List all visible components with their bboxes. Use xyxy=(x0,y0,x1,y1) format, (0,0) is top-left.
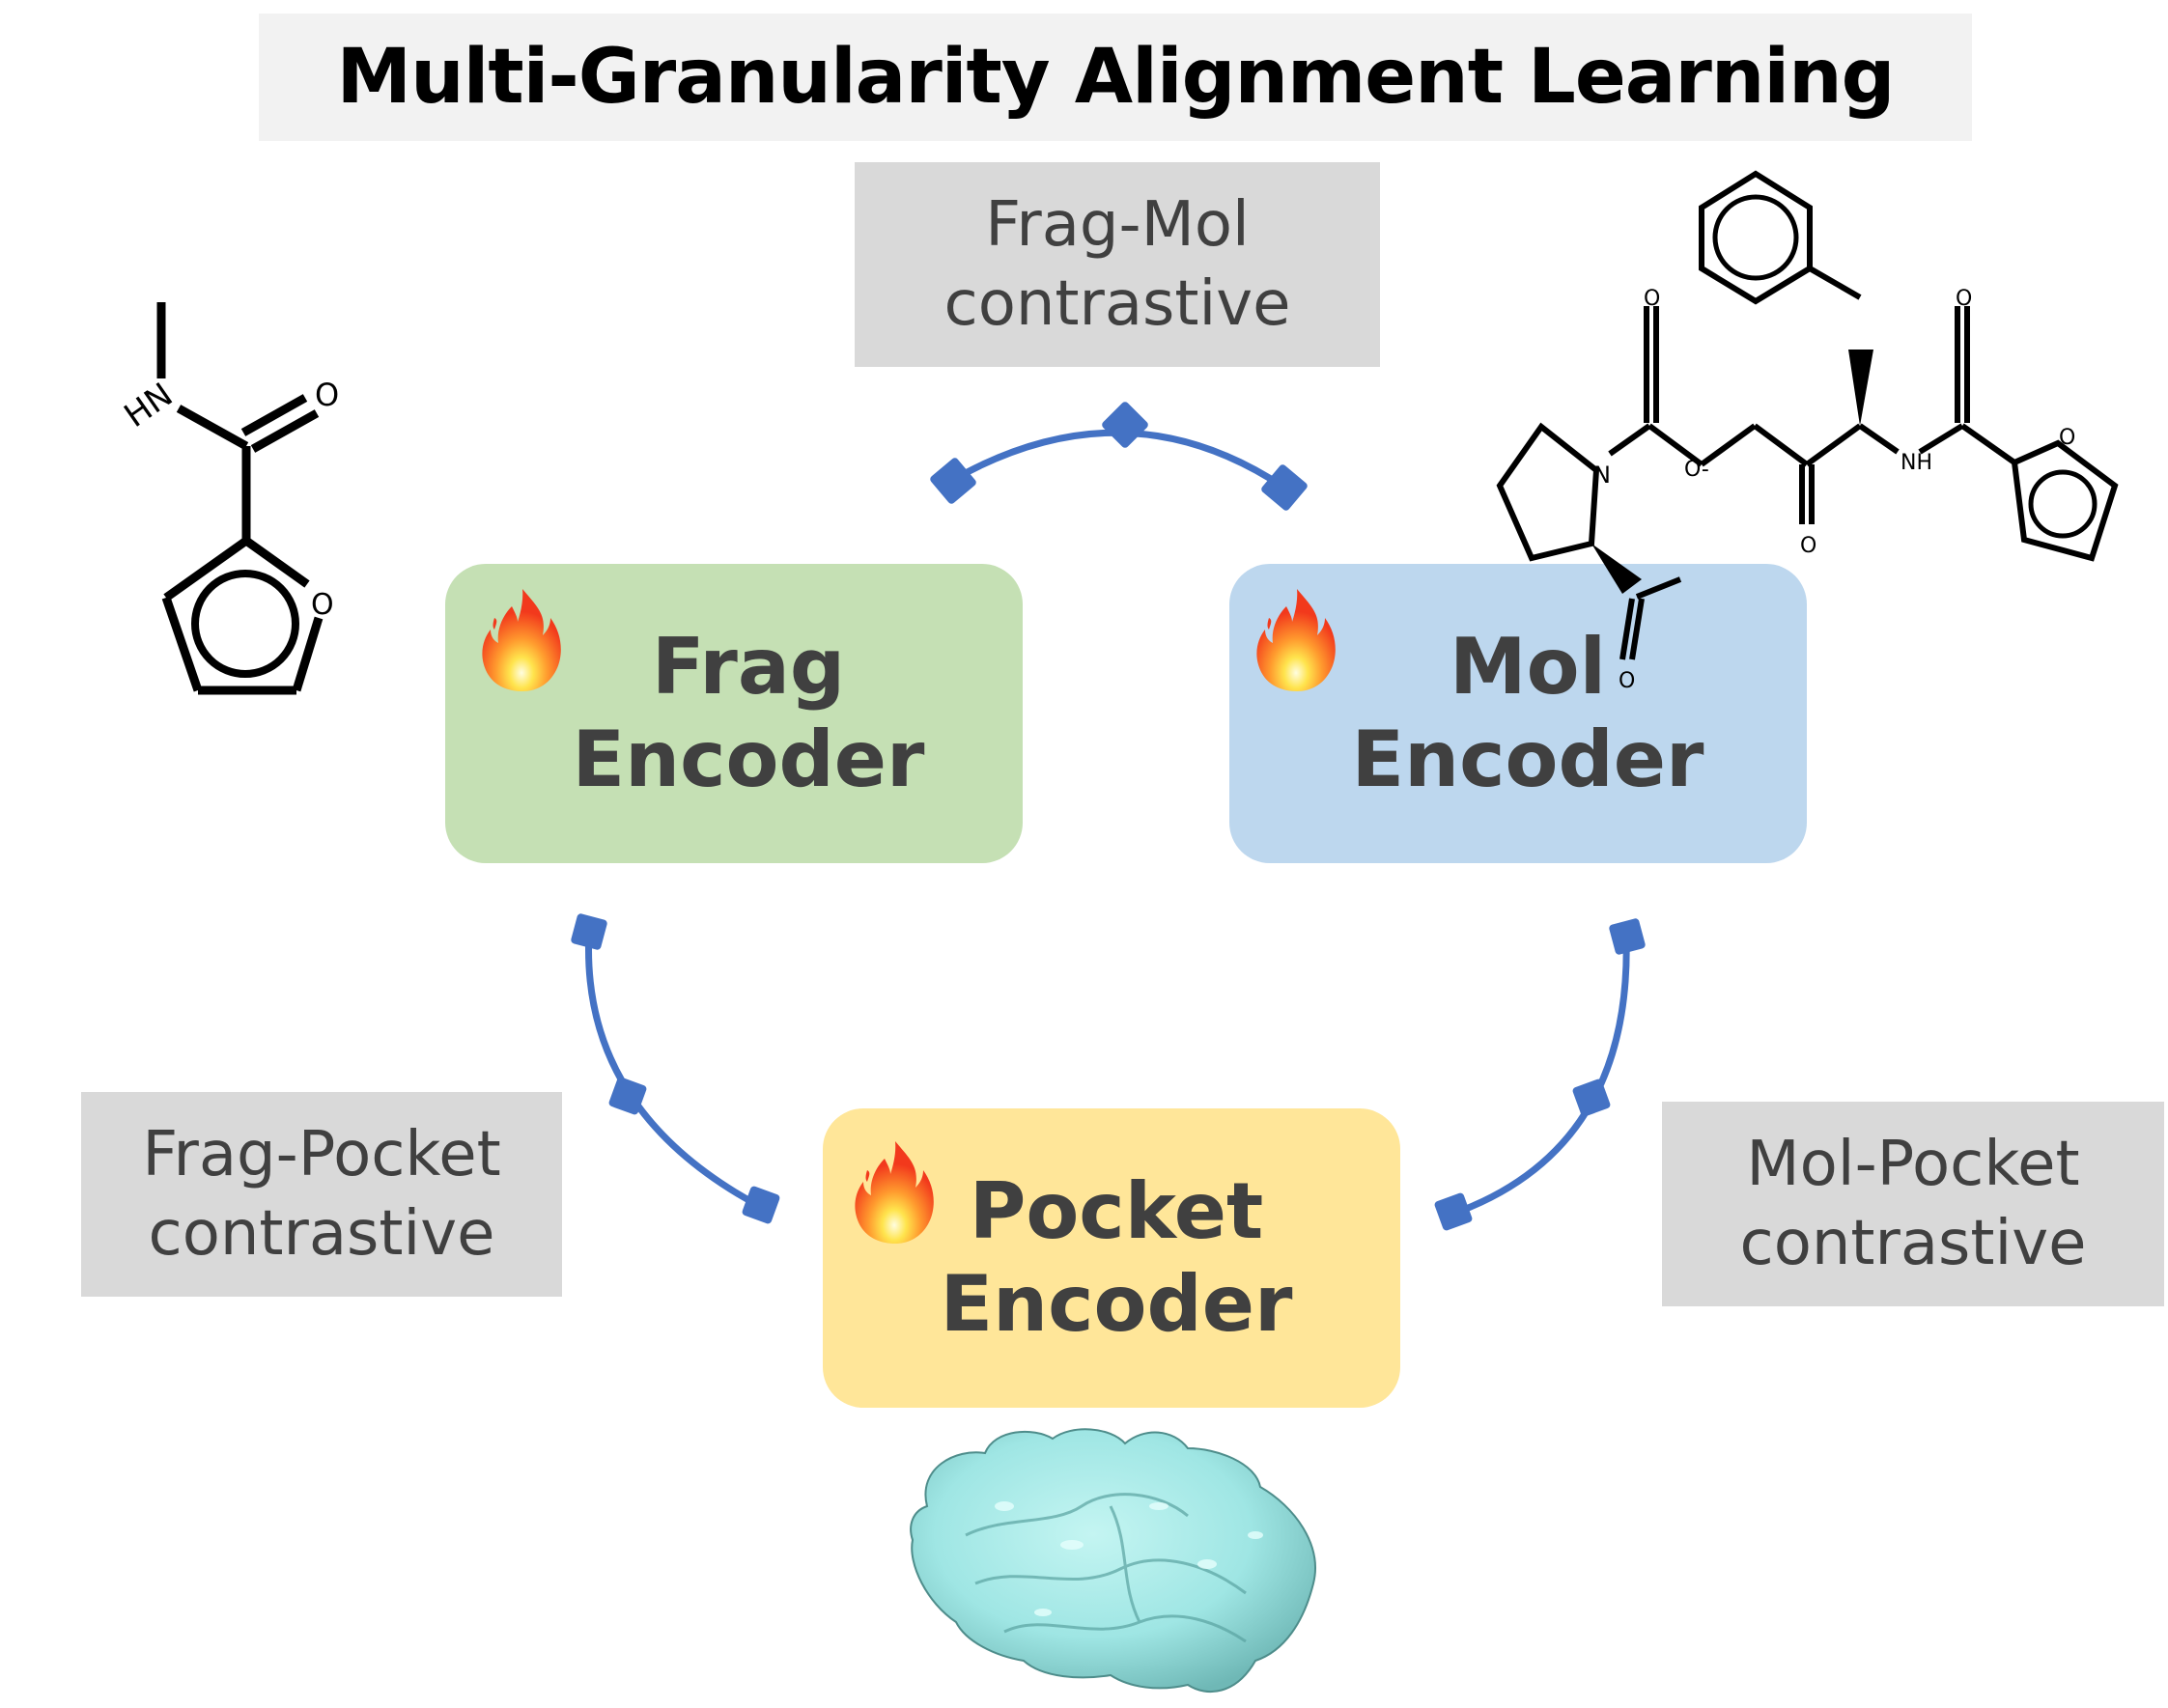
connector-handle xyxy=(1609,918,1646,955)
mol-encoder-box: Mol Encoder xyxy=(1229,564,1807,863)
connector-handle xyxy=(1261,464,1308,511)
fire-icon xyxy=(482,589,561,691)
connector-handle xyxy=(1102,402,1148,448)
atom-label: O xyxy=(315,377,339,413)
connector-handle xyxy=(571,913,607,950)
label-line-1: Frag-Pocket xyxy=(142,1119,501,1190)
atom-label: O xyxy=(311,588,334,622)
label-line-2: contrastive xyxy=(1739,1208,2087,1279)
atom-label: N xyxy=(1593,462,1611,489)
protein-pocket-surface xyxy=(910,1428,1316,1693)
mol-pocket-contrastive-label: Mol-Pocket contrastive xyxy=(1662,1102,2164,1306)
encoder-suffix: Encoder xyxy=(1351,714,1704,804)
atom-label: NH xyxy=(1901,451,1932,475)
wedge-bond xyxy=(1848,350,1873,426)
encoder-name: Pocket xyxy=(969,1166,1264,1256)
label-line-1: Mol-Pocket xyxy=(1746,1129,2080,1200)
fire-icon xyxy=(855,1141,934,1244)
encoder-name: Frag xyxy=(651,622,846,712)
frag-encoder-box: Frag Encoder xyxy=(445,564,1023,863)
encoder-name: Mol xyxy=(1450,622,1606,712)
connector-arc xyxy=(584,931,763,1211)
encoder-suffix: Encoder xyxy=(572,714,925,804)
frag-mol-contrastive-label: Frag-Mol contrastive xyxy=(855,162,1380,367)
atom-label: O- xyxy=(1684,458,1709,482)
connector-handle xyxy=(1572,1078,1611,1117)
connector-arc xyxy=(1451,936,1630,1218)
atom-label: O xyxy=(2059,426,2075,450)
atom-label: O xyxy=(1644,287,1660,311)
full-molecule-structure xyxy=(1496,170,2119,660)
frag-mol-connector xyxy=(930,402,1308,511)
frag-pocket-connector xyxy=(571,913,780,1224)
connector-handle xyxy=(930,458,976,504)
connector-handle xyxy=(742,1186,780,1224)
atom-label: HN xyxy=(118,376,181,435)
label-line-1: Frag-Mol xyxy=(985,189,1250,261)
fragment-molecule-structure xyxy=(156,302,324,695)
connector-handle xyxy=(608,1077,647,1115)
wedge-bond xyxy=(1591,544,1642,594)
fire-icon xyxy=(1256,589,1336,691)
atom-label: O xyxy=(1800,534,1816,558)
atom-label: O xyxy=(1956,287,1972,311)
label-line-2: contrastive xyxy=(943,268,1291,340)
connector-handle xyxy=(1434,1192,1473,1231)
page-title: Multi-Granularity Alignment Learning xyxy=(336,34,1895,121)
encoder-suffix: Encoder xyxy=(940,1259,1293,1349)
mol-pocket-connector xyxy=(1434,918,1646,1231)
label-line-2: contrastive xyxy=(148,1198,495,1270)
frag-pocket-contrastive-label: Frag-Pocket contrastive xyxy=(81,1092,562,1297)
atom-label: O xyxy=(1619,669,1635,693)
title-banner: Multi-Granularity Alignment Learning xyxy=(259,14,1972,141)
pocket-encoder-box: Pocket Encoder xyxy=(823,1108,1400,1408)
